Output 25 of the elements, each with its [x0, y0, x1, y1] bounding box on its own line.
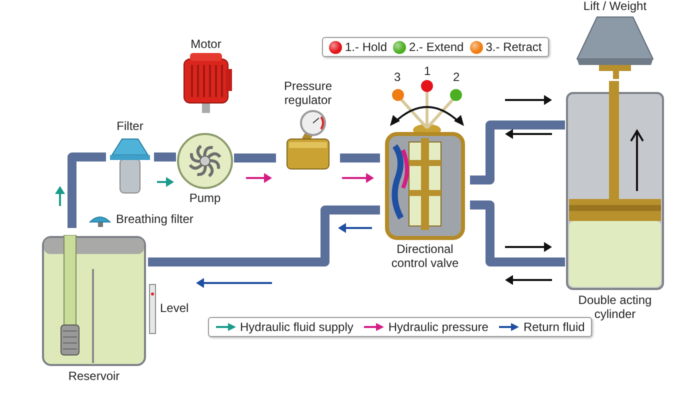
position-number: 3 — [394, 70, 401, 84]
hydraulic-pipe — [470, 200, 565, 266]
legend-label: 2.- Extend — [409, 40, 464, 54]
component-label: Level — [160, 302, 189, 316]
component-label: Lift / Weight — [583, 0, 647, 14]
hydraulic-pipe — [470, 120, 565, 184]
component-label: Directional control valve — [390, 243, 460, 271]
legend-label: 1.- Hold — [345, 40, 388, 54]
component-label: Filter — [116, 120, 144, 134]
legend-label: Hydraulic fluid supply — [240, 320, 354, 334]
hydraulic-pipe — [148, 206, 380, 266]
legend-label: Return fluid — [523, 320, 585, 334]
component-label: Pump — [189, 192, 221, 206]
position-number: 2 — [453, 70, 460, 84]
legend-label: Hydraulic pressure — [388, 320, 488, 334]
component-label: Breathing filter — [116, 212, 194, 226]
hydraulic-pipe — [340, 154, 380, 162]
hydraulic-pipe — [154, 152, 176, 162]
hydraulic-pipe — [234, 154, 276, 162]
position-number: 1 — [424, 64, 431, 78]
component-label: Pressure regulator — [282, 80, 334, 108]
component-label: Reservoir — [68, 370, 120, 384]
legend-label: 3.- Retract — [486, 40, 542, 54]
component-label: Double acting cylinder — [577, 294, 653, 322]
component-label: Motor — [190, 38, 222, 52]
